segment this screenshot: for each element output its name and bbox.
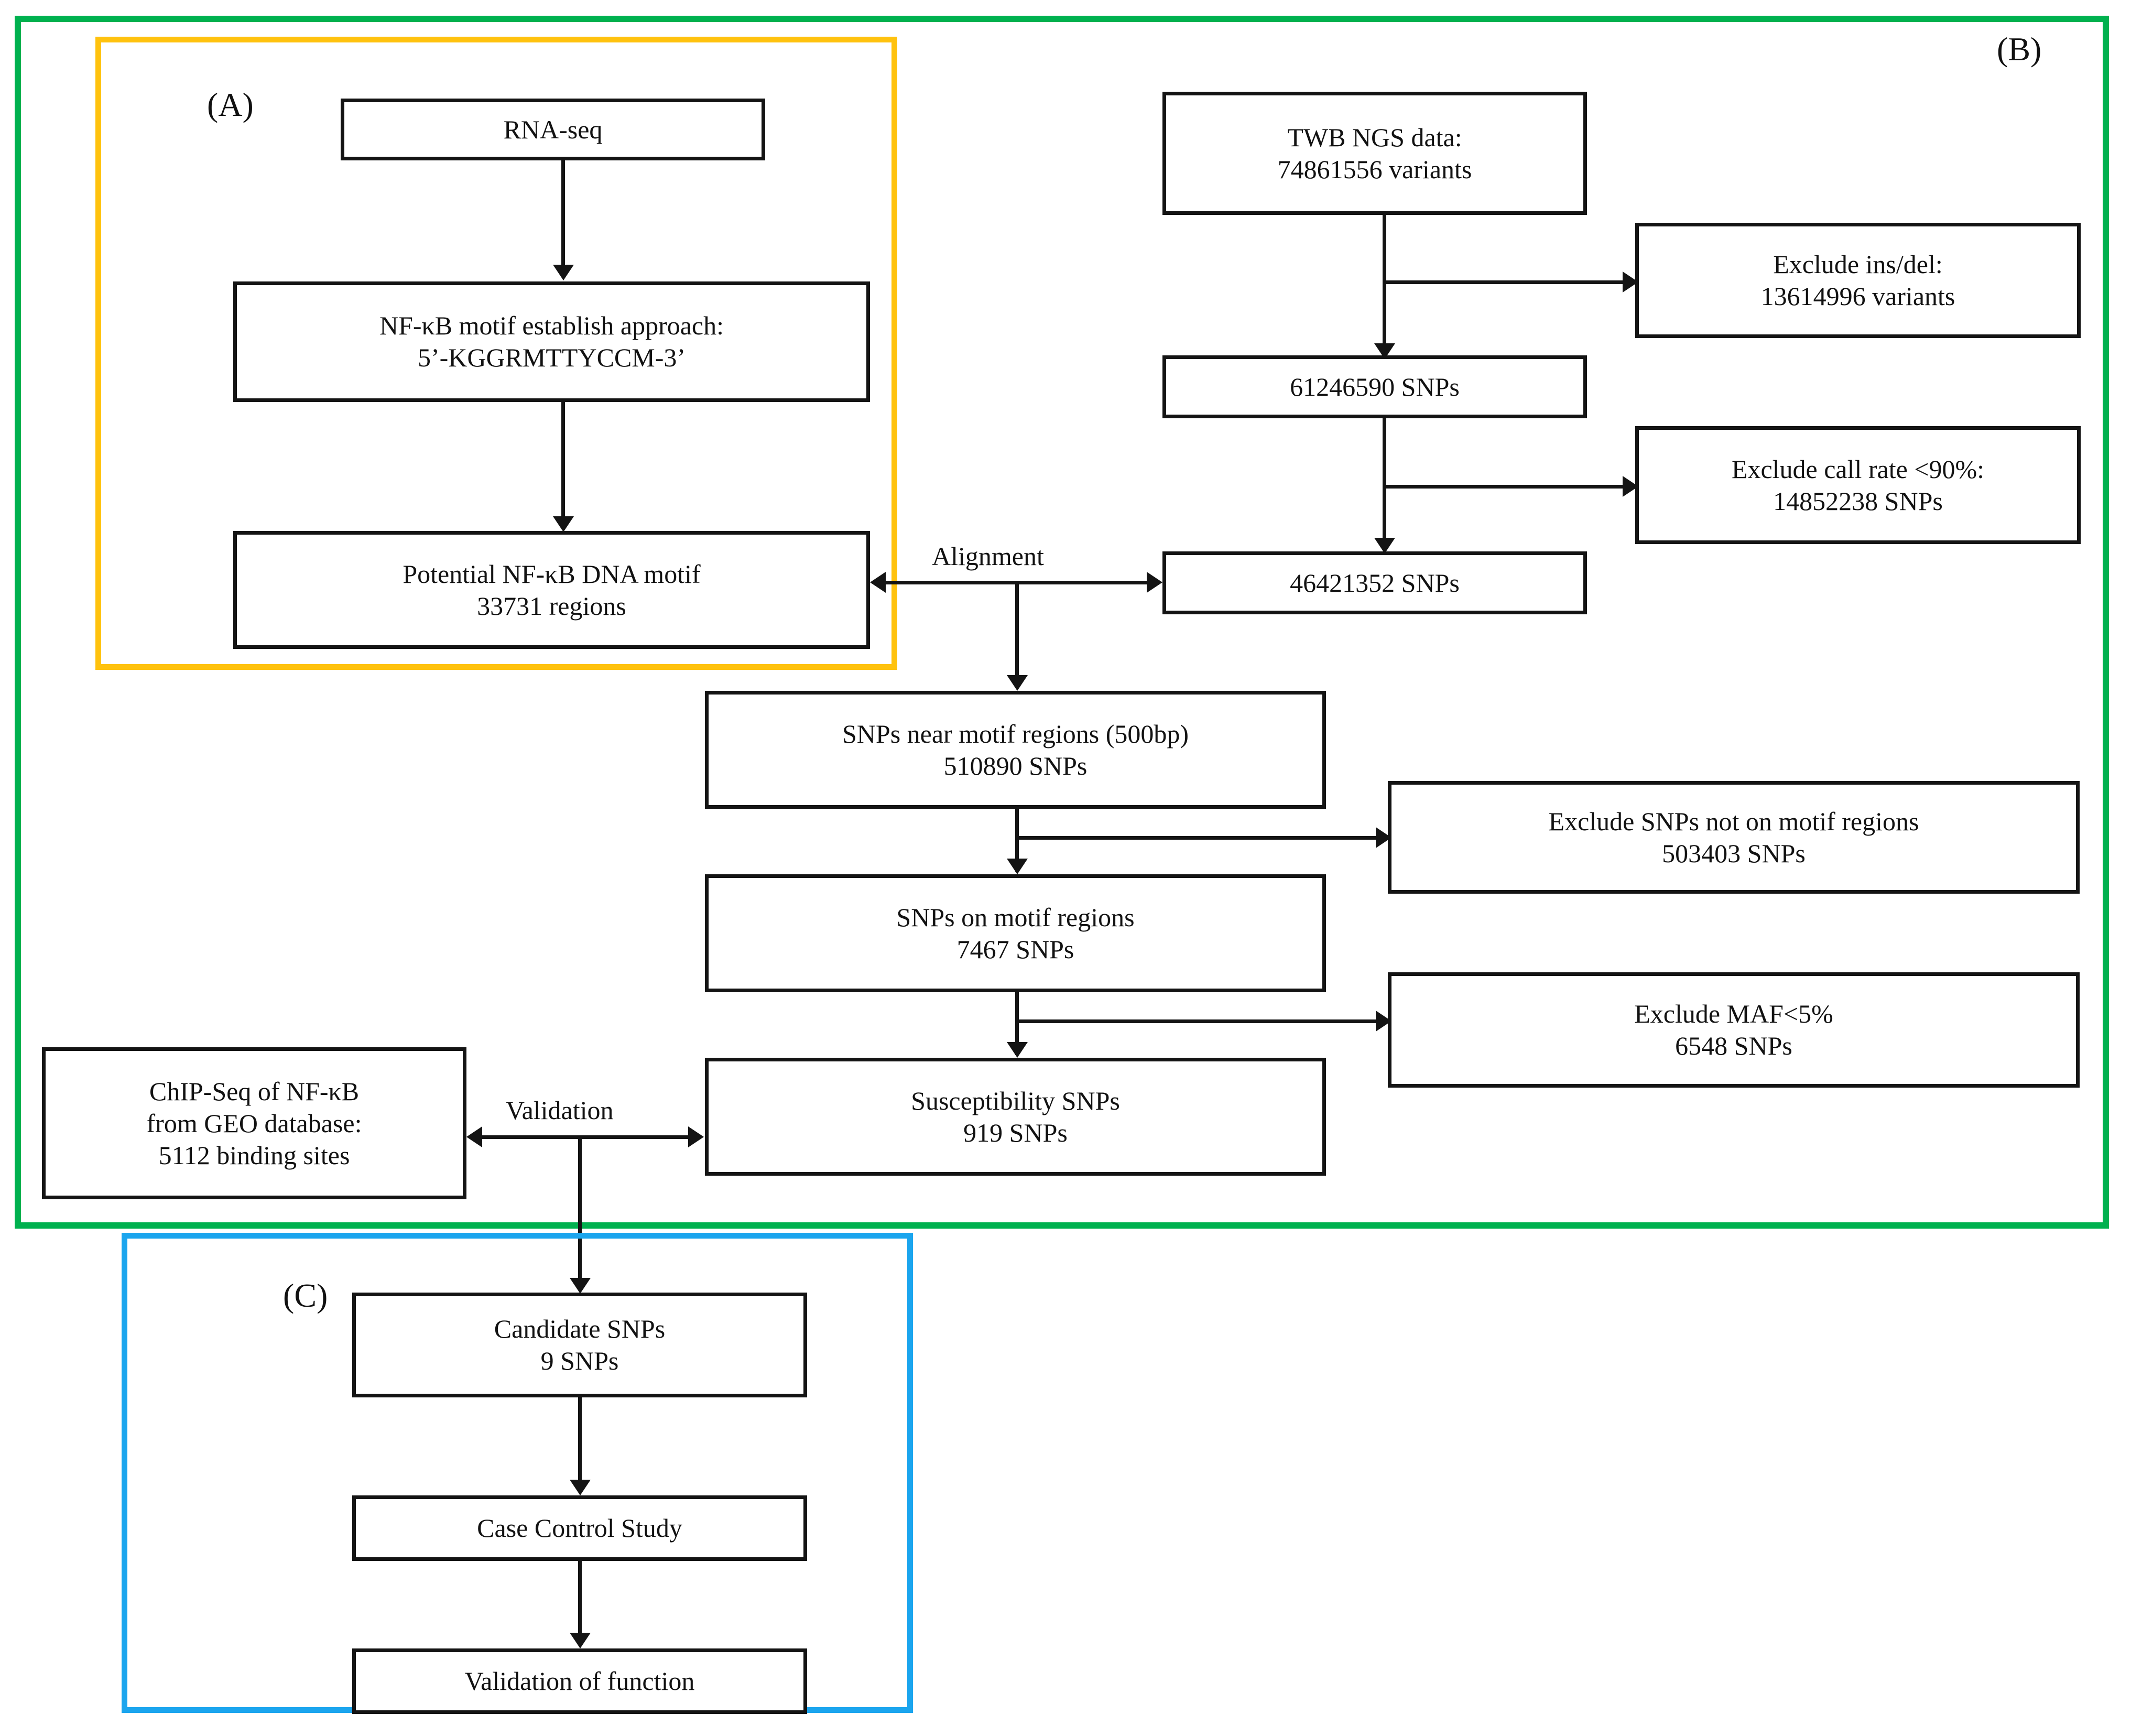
- node-susceptibility-snps[interactable]: Susceptibility SNPs 919 SNPs: [705, 1058, 1326, 1176]
- panel-b-tag: (B): [1997, 30, 2042, 68]
- node-chipseq-geo[interactable]: ChIP-Seq of NF-κB from GEO database: 511…: [42, 1047, 466, 1199]
- node-potential-motif[interactable]: Potential NF-κB DNA motif 33731 regions: [233, 531, 870, 649]
- arrow-rna-to-motif: [553, 265, 574, 280]
- arrow-on-motif-to-susceptibility: [1007, 1042, 1028, 1058]
- arrow-validation-left: [466, 1126, 482, 1147]
- connector-rna-to-motif: [561, 160, 565, 273]
- connector-snps-all-to-exclude-callrate: [1383, 485, 1624, 489]
- node-snps-qc-line1: 46421352 SNPs: [1290, 568, 1460, 598]
- node-motif-approach[interactable]: NF-κB motif establish approach: 5’-KGGRM…: [233, 281, 870, 402]
- node-snps-on-motif-line1: SNPs on motif regions: [896, 902, 1135, 932]
- arrow-motif-to-potential: [553, 516, 574, 532]
- node-exclude-indel-line2: 13614996 variants: [1760, 281, 1955, 311]
- node-motif-approach-line2: 5’-KGGRMTTYCCM-3’: [417, 343, 686, 372]
- node-exclude-not-motif-line2: 503403 SNPs: [1662, 838, 1806, 868]
- connector-on-motif-down: [1015, 992, 1019, 1055]
- arrow-alignment-to-near-motif: [1007, 675, 1028, 691]
- node-exclude-callrate-line2: 14852238 SNPs: [1773, 486, 1943, 516]
- node-twb-ngs-line1: TWB NGS data:: [1287, 122, 1462, 152]
- node-susceptibility-snps-line1: Susceptibility SNPs: [911, 1086, 1120, 1115]
- panel-a-frame: [95, 37, 897, 670]
- node-snps-on-motif[interactable]: SNPs on motif regions 7467 SNPs: [705, 874, 1326, 992]
- node-chipseq-geo-line3: 5112 binding sites: [158, 1140, 350, 1170]
- node-twb-ngs-line2: 74861556 variants: [1277, 154, 1472, 184]
- node-exclude-maf-line2: 6548 SNPs: [1675, 1031, 1792, 1060]
- node-rna-seq-line1: RNA-seq: [503, 114, 603, 144]
- node-exclude-maf-line1: Exclude MAF<5%: [1634, 999, 1833, 1028]
- node-candidate-snps-line1: Candidate SNPs: [494, 1314, 666, 1343]
- connector-candidate-to-case: [578, 1397, 582, 1492]
- connector-near-to-exclude-not-motif: [1015, 836, 1377, 840]
- node-snps-near-motif[interactable]: SNPs near motif regions (500bp) 510890 S…: [705, 691, 1326, 809]
- node-exclude-callrate-line1: Exclude call rate <90%:: [1731, 454, 1985, 484]
- node-snps-near-motif-line2: 510890 SNPs: [943, 751, 1088, 780]
- connector-case-to-validation: [578, 1561, 582, 1645]
- panel-b-frame: [15, 16, 2109, 1229]
- node-case-control-study[interactable]: Case Control Study: [352, 1495, 807, 1561]
- node-exclude-indel[interactable]: Exclude ins/del: 13614996 variants: [1635, 223, 2081, 338]
- connector-on-motif-to-exclude-maf: [1015, 1019, 1377, 1023]
- connector-snps-all-down: [1383, 418, 1386, 549]
- arrow-snps-all-to-qc: [1374, 538, 1395, 554]
- node-candidate-snps[interactable]: Candidate SNPs 9 SNPs: [352, 1293, 807, 1397]
- connector-validation-down: [578, 1135, 582, 1290]
- node-snps-all-line1: 61246590 SNPs: [1290, 372, 1460, 402]
- connector-motif-to-potential: [561, 402, 565, 525]
- node-twb-ngs[interactable]: TWB NGS data: 74861556 variants: [1162, 92, 1587, 215]
- node-validation-of-function[interactable]: Validation of function: [352, 1648, 807, 1714]
- node-exclude-not-motif-line1: Exclude SNPs not on motif regions: [1548, 806, 1919, 836]
- node-case-control-study-line1: Case Control Study: [477, 1513, 682, 1543]
- node-chipseq-geo-line2: from GEO database:: [146, 1108, 362, 1138]
- node-motif-approach-line1: NF-κB motif establish approach:: [379, 311, 724, 340]
- node-susceptibility-snps-line2: 919 SNPs: [963, 1117, 1068, 1147]
- edge-label-validation: Validation: [506, 1095, 614, 1125]
- edge-label-alignment: Alignment: [932, 541, 1044, 571]
- arrow-validation-right: [688, 1126, 704, 1147]
- arrow-alignment-left: [870, 572, 886, 593]
- connector-twb-to-exclude-indel: [1383, 280, 1624, 284]
- node-exclude-indel-line1: Exclude ins/del:: [1773, 249, 1943, 279]
- node-snps-near-motif-line1: SNPs near motif regions (500bp): [842, 719, 1189, 748]
- node-exclude-callrate[interactable]: Exclude call rate <90%: 14852238 SNPs: [1635, 426, 2081, 544]
- node-candidate-snps-line2: 9 SNPs: [540, 1346, 619, 1375]
- node-validation-of-function-line1: Validation of function: [464, 1666, 695, 1696]
- node-potential-motif-line2: 33731 regions: [477, 591, 626, 621]
- panel-a-tag: (A): [207, 86, 254, 123]
- arrow-near-to-on-motif: [1007, 859, 1028, 874]
- connector-alignment-down: [1015, 581, 1019, 686]
- node-exclude-maf[interactable]: Exclude MAF<5% 6548 SNPs: [1388, 972, 2080, 1088]
- panel-c-tag: (C): [283, 1277, 328, 1314]
- node-exclude-not-motif[interactable]: Exclude SNPs not on motif regions 503403…: [1388, 781, 2080, 894]
- node-snps-qc[interactable]: 46421352 SNPs: [1162, 551, 1587, 614]
- connector-near-to-on-motif: [1015, 809, 1019, 872]
- arrow-validation-to-candidate: [570, 1278, 591, 1294]
- node-snps-on-motif-line2: 7467 SNPs: [956, 934, 1074, 964]
- connector-twb-down: [1383, 215, 1386, 354]
- node-rna-seq[interactable]: RNA-seq: [341, 99, 765, 160]
- arrow-alignment-right: [1147, 572, 1162, 593]
- connector-validation: [482, 1135, 692, 1139]
- arrow-case-to-validation: [570, 1633, 591, 1648]
- node-potential-motif-line1: Potential NF-κB DNA motif: [403, 559, 701, 589]
- node-chipseq-geo-line1: ChIP-Seq of NF-κB: [149, 1076, 360, 1106]
- arrow-candidate-to-case: [570, 1480, 591, 1495]
- node-snps-all[interactable]: 61246590 SNPs: [1162, 355, 1587, 418]
